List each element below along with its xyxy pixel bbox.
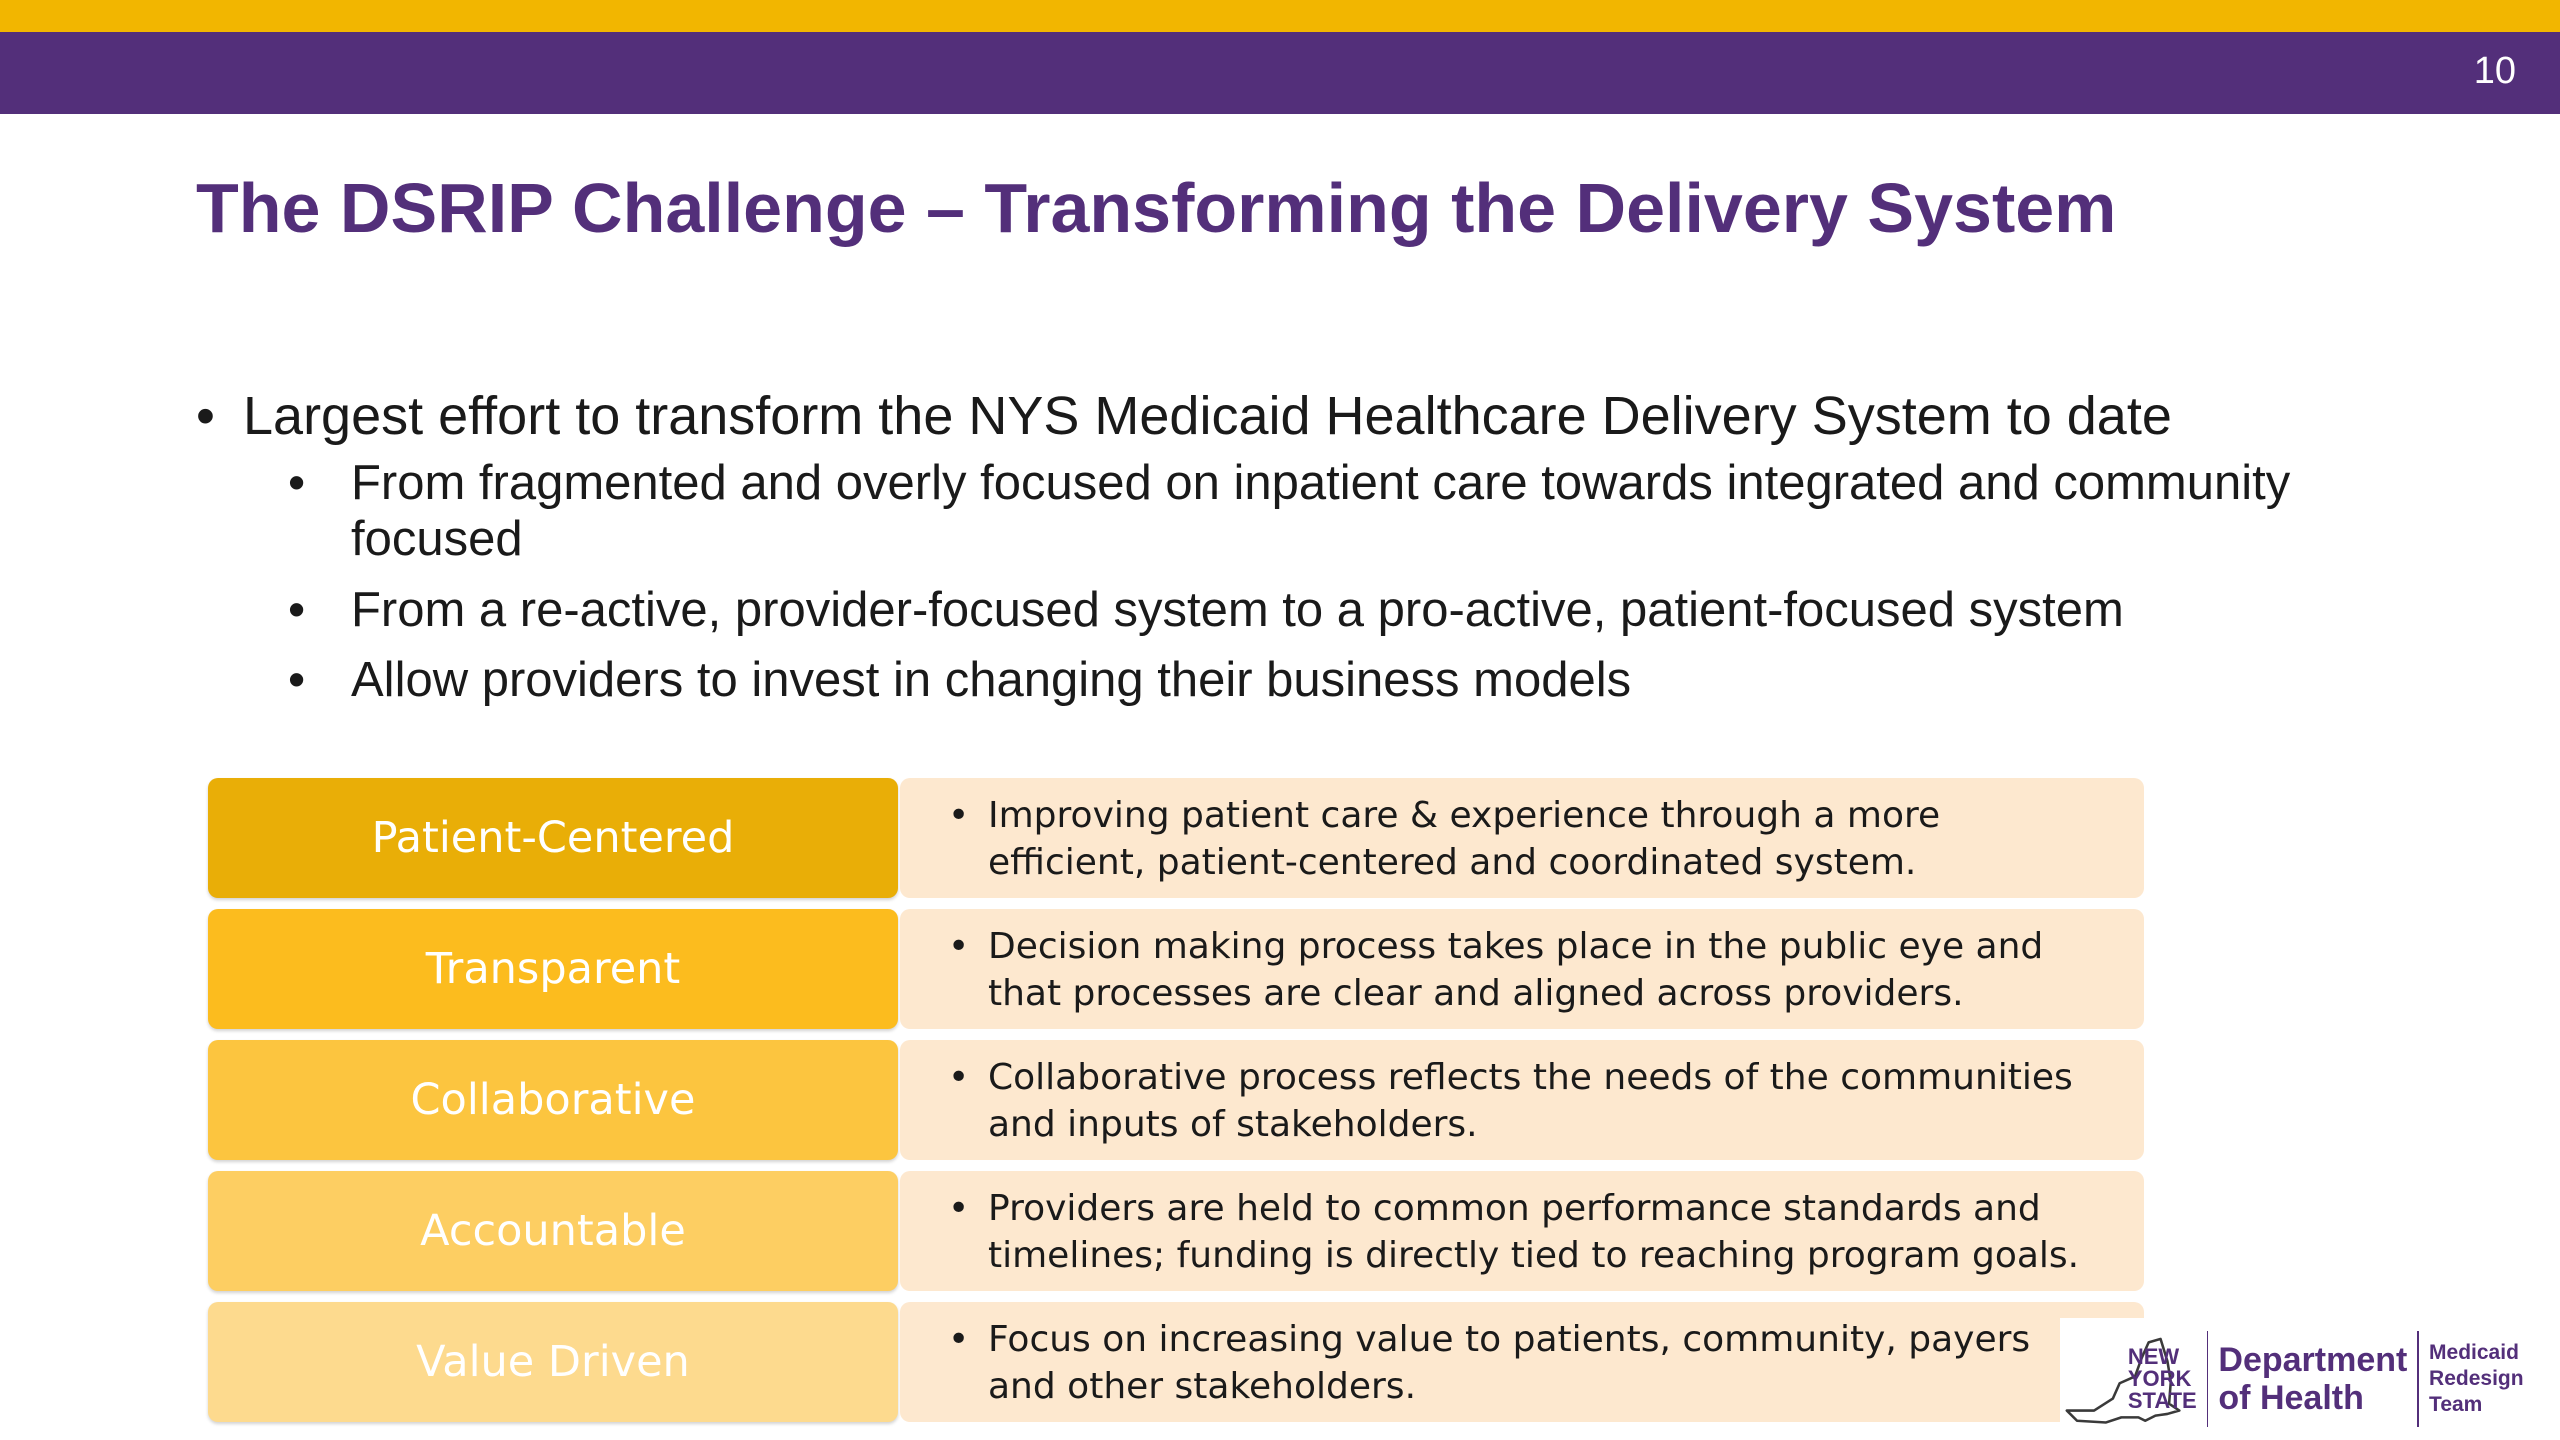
bullet-dot: • xyxy=(948,1319,970,1360)
bullet-list: • Largest effort to transform the NYS Me… xyxy=(196,385,2446,722)
principle-row: Value Driven • Focus on increasing value… xyxy=(208,1302,2144,1422)
logo-divider xyxy=(2206,1331,2209,1427)
main-bullet: • Largest effort to transform the NYS Me… xyxy=(196,385,2446,447)
principles-table: Patient-Centered • Improving patient car… xyxy=(208,778,2144,1433)
bullet-dot: • xyxy=(948,1188,970,1229)
ny-state-map-icon xyxy=(2065,1337,2181,1424)
principle-row: Accountable • Providers are held to comm… xyxy=(208,1171,2144,1291)
sub-bullet: • From fragmented and overly focused on … xyxy=(196,455,2446,568)
mrt-line: Redesign Team xyxy=(2429,1367,2524,1416)
principle-label: Value Driven xyxy=(208,1302,898,1422)
principle-description-text: Focus on increasing value to patients, c… xyxy=(988,1319,2031,1407)
principle-description-text: Decision making process takes place in t… xyxy=(988,926,2044,1014)
principle-description-text: Improving patient care & experience thro… xyxy=(988,795,1941,883)
logo-divider xyxy=(2417,1331,2420,1427)
top-purple-bar xyxy=(0,32,2560,114)
principle-description-text: Providers are held to common performance… xyxy=(988,1188,2080,1276)
department-of-health-text: Department of Health xyxy=(2218,1341,2407,1417)
doh-line: Department xyxy=(2218,1341,2408,1379)
principle-label: Accountable xyxy=(208,1171,898,1291)
medicaid-redesign-team-text: Medicaid Redesign Team xyxy=(2429,1340,2560,1418)
principle-label: Collaborative xyxy=(208,1040,898,1160)
principle-label: Transparent xyxy=(208,909,898,1029)
sub-bullet-text: From fragmented and overly focused on in… xyxy=(351,456,2291,567)
mrt-line: Medicaid xyxy=(2429,1341,2519,1364)
bullet-dot: • xyxy=(288,582,306,637)
bullet-dot: • xyxy=(948,926,970,967)
bullet-dot: • xyxy=(196,386,215,446)
main-bullet-text: Largest effort to transform the NYS Medi… xyxy=(243,386,2172,446)
bullet-dot: • xyxy=(948,795,970,836)
nys-word: STATE xyxy=(2127,1388,2197,1413)
bullet-dot: • xyxy=(288,653,306,708)
principle-description: • Improving patient care & experience th… xyxy=(900,778,2144,898)
principle-description: • Providers are held to common performan… xyxy=(900,1171,2144,1291)
top-gold-bar xyxy=(0,0,2560,32)
nys-word: YORK xyxy=(2127,1366,2192,1391)
principle-label: Patient-Centered xyxy=(208,778,898,898)
doh-line: of Health xyxy=(2218,1379,2364,1417)
principle-description: • Decision making process takes place in… xyxy=(900,909,2144,1029)
bullet-dot: • xyxy=(948,1057,970,1098)
principle-row: Transparent • Decision making process ta… xyxy=(208,909,2144,1029)
slide-title: The DSRIP Challenge – Transforming the D… xyxy=(196,169,2117,247)
nys-word: NEW xyxy=(2127,1344,2180,1369)
sub-bullet-text: From a re-active, provider-focused syste… xyxy=(351,582,2124,637)
page-number: 10 xyxy=(2473,50,2516,92)
sub-bullet: • From a re-active, provider-focused sys… xyxy=(196,582,2446,638)
bullet-dot: • xyxy=(288,456,306,511)
principle-description-text: Collaborative process reflects the needs… xyxy=(988,1057,2073,1145)
sub-bullet: • Allow providers to invest in changing … xyxy=(196,652,2446,708)
principle-row: Collaborative • Collaborative process re… xyxy=(208,1040,2144,1160)
sub-bullet-text: Allow providers to invest in changing th… xyxy=(351,653,1632,708)
principle-description: • Collaborative process reflects the nee… xyxy=(900,1040,2144,1160)
nys-doh-logo: NEW YORK STATE Department of Health Medi… xyxy=(2060,1318,2560,1440)
principle-row: Patient-Centered • Improving patient car… xyxy=(208,778,2144,898)
nys-wordmark: NEW YORK STATE xyxy=(2128,1346,2197,1412)
principle-description: • Focus on increasing value to patients,… xyxy=(900,1302,2144,1422)
